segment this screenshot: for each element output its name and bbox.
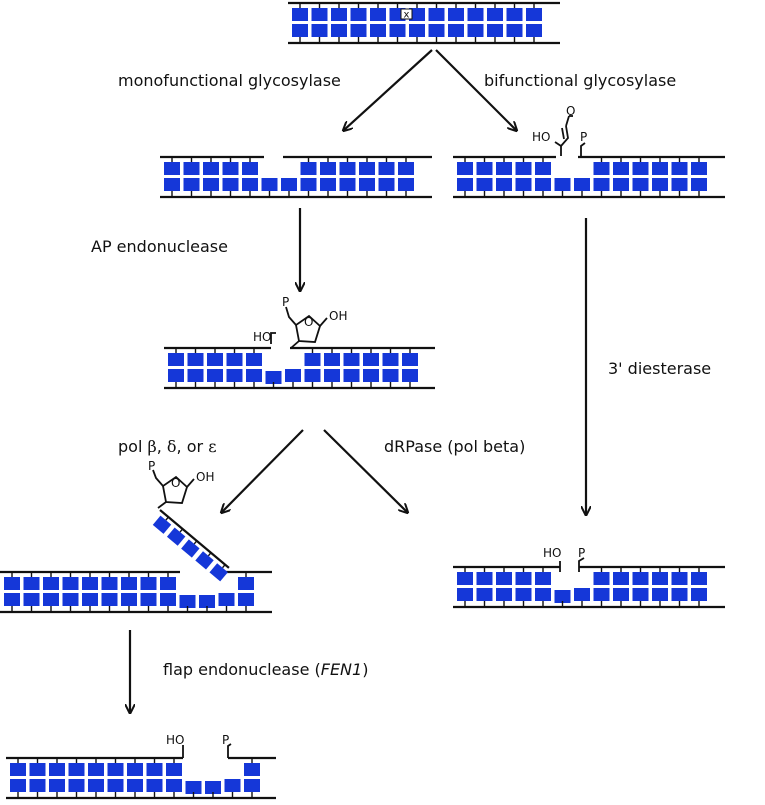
- ap-oh: OH: [329, 309, 347, 323]
- ap-ring-o: O: [304, 315, 313, 329]
- arrow-to-bi: [435, 49, 516, 130]
- flap-ring-o: O: [171, 476, 180, 490]
- dna-flap: [0, 570, 272, 614]
- lesion-mark-text: x: [404, 10, 410, 21]
- label-flap-prefix: flap endonuclease (: [163, 660, 321, 679]
- arrow-to-pol: [222, 429, 304, 512]
- label-bifunctional: bifunctional glycosylase: [484, 71, 676, 90]
- flap-oh: OH: [196, 470, 214, 484]
- drp-p: P: [578, 546, 585, 560]
- drp-ho: HO: [543, 546, 561, 560]
- label-flap-gene: FEN1: [321, 660, 362, 679]
- bi-ho: HO: [532, 130, 550, 144]
- flap-p: P: [148, 459, 155, 473]
- fen-p: P: [222, 733, 229, 747]
- fen-ho: HO: [166, 733, 184, 747]
- dna-damaged: [288, 1, 560, 45]
- label-ap-endonuclease: AP endonuclease: [91, 237, 228, 256]
- label-flap-suffix: ): [362, 660, 368, 679]
- flap-strand: [152, 509, 230, 582]
- label-pol-epsilon: ε: [208, 437, 216, 456]
- arrow-to-mono: [344, 49, 433, 130]
- label-pol-prefix: pol: [118, 437, 147, 456]
- pathway-labels: monofunctional glycosylase bifunctional …: [91, 71, 711, 679]
- flap-sugar-chem: [152, 469, 195, 509]
- dna-layer: [0, 1, 725, 800]
- dna-nicked-drp: [453, 565, 725, 609]
- ap-sugar-chem: [270, 306, 328, 349]
- bi-p: P: [580, 130, 587, 144]
- label-pol-beta: β: [147, 437, 156, 456]
- ap-p: P: [282, 295, 289, 309]
- arrows: [130, 49, 586, 712]
- ap-ho: HO: [253, 330, 271, 344]
- label-monofunctional: monofunctional glycosylase: [118, 71, 341, 90]
- label-pol-or: or: [187, 437, 204, 456]
- bi-o: O: [566, 104, 575, 118]
- bifunctional-chem: [554, 115, 586, 156]
- label-diesterase: 3' diesterase: [608, 359, 711, 378]
- dna-nicked-fen: [6, 756, 276, 800]
- dna-abasic-bi: [453, 155, 725, 199]
- label-pol: pol β, δ, or ε: [118, 437, 216, 456]
- nick-end-chem: [182, 557, 585, 758]
- lesion-marker: x: [400, 8, 413, 21]
- label-drpase: dRPase (pol beta): [384, 437, 525, 456]
- dna-abasic-mono: [160, 155, 432, 199]
- label-flap-endonuclease: flap endonuclease (FEN1): [163, 660, 368, 679]
- label-pol-delta: δ: [167, 437, 177, 456]
- arrow-to-drpase: [323, 429, 407, 512]
- dna-ap-incised: [164, 346, 435, 390]
